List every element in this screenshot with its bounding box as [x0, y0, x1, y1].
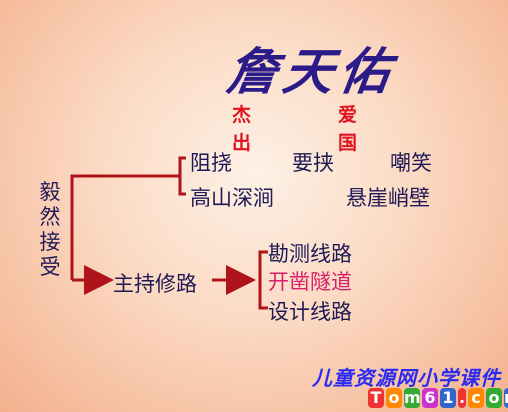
logo-char: m	[504, 388, 508, 408]
watermark-text: 儿童资源网小学课件	[312, 366, 501, 390]
logo-char: o	[486, 388, 502, 408]
task-survey: 勘测线路	[268, 242, 352, 266]
logo-char: 1	[440, 388, 456, 408]
accept-vertical-text: 毅然接受	[39, 180, 61, 279]
logo-char: m	[404, 388, 421, 408]
side-char-left-top: 杰	[232, 104, 252, 126]
logo-char: c	[468, 388, 484, 408]
task-design: 设计线路	[268, 300, 352, 324]
obstacle-item: 高山深涧	[190, 186, 274, 210]
task-tunnel: 开凿隧道	[268, 270, 352, 294]
obstacle-item: 悬崖峭壁	[346, 186, 430, 210]
task-bracket	[258, 250, 268, 310]
obstacle-item: 要挟	[292, 151, 334, 175]
logo-char: T	[368, 388, 384, 408]
obstacle-link	[70, 174, 180, 280]
obstacle-bracket	[178, 156, 186, 196]
main-task: 主持修路	[113, 272, 197, 296]
logo-char: .	[458, 388, 466, 408]
obstacle-item: 嘲笑	[390, 151, 432, 175]
obstacle-item: 阻挠	[190, 151, 232, 175]
side-char-right-bottom: 国	[338, 132, 358, 154]
watermark-logo: T o m 6 1 . c o m	[368, 388, 508, 410]
side-char-right-top: 爱	[338, 104, 358, 126]
side-char-left-bottom: 出	[232, 132, 252, 154]
logo-char: o	[386, 388, 402, 408]
logo-char: 6	[422, 388, 438, 408]
